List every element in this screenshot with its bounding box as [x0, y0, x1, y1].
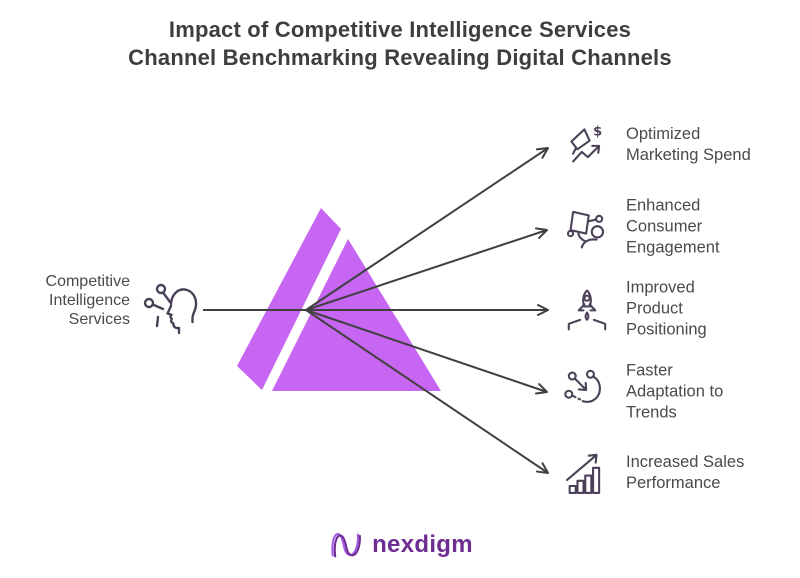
nexdigm-logo-mark	[331, 533, 361, 558]
list-item: Enhanced Consumer Engagement	[561, 196, 720, 259]
ray-top-2	[305, 227, 548, 311]
adaptation-icon	[564, 369, 601, 403]
outcome-label: Improved Product Positioning	[626, 278, 707, 339]
megaphone-dollar-icon: $	[570, 124, 602, 163]
consumer-engagement-icon	[566, 210, 605, 248]
sales-bar-chart-icon	[566, 453, 601, 494]
list-item: Faster Adaptation to Trends	[561, 361, 723, 424]
page-title: Impact of Competitive Intelligence Servi…	[0, 16, 800, 72]
title-line-1: Impact of Competitive Intelligence Servi…	[168, 17, 632, 42]
source-label: Competitive Intelligence Services	[45, 273, 130, 328]
dollar-glyph: $	[593, 124, 602, 139]
rocket-positioning-icon	[567, 288, 607, 330]
list-item: $ Optimized Marketing Spend	[561, 119, 751, 171]
list-item: Increased Sales Performance	[561, 447, 744, 499]
title-line-2: Channel Benchmarking Revealing Digital C…	[128, 45, 672, 70]
outcome-label: Optimized Marketing Spend	[626, 125, 751, 164]
list-item: Improved Product Positioning	[561, 278, 707, 341]
brand-footer: nexdigm	[327, 526, 473, 564]
brand-name: nexdigm	[372, 531, 473, 558]
mind-network-icon	[143, 283, 198, 335]
prism-body	[272, 239, 441, 391]
ray-bottom-2	[305, 309, 549, 474]
prism-left-face	[237, 208, 341, 390]
outcome-label: Enhanced Consumer Engagement	[626, 196, 720, 257]
outcome-label: Faster Adaptation to Trends	[626, 361, 724, 422]
outcome-label: Increased Sales Performance	[626, 453, 745, 492]
ray-bottom-1	[305, 309, 548, 395]
ray-top-1	[305, 147, 549, 311]
